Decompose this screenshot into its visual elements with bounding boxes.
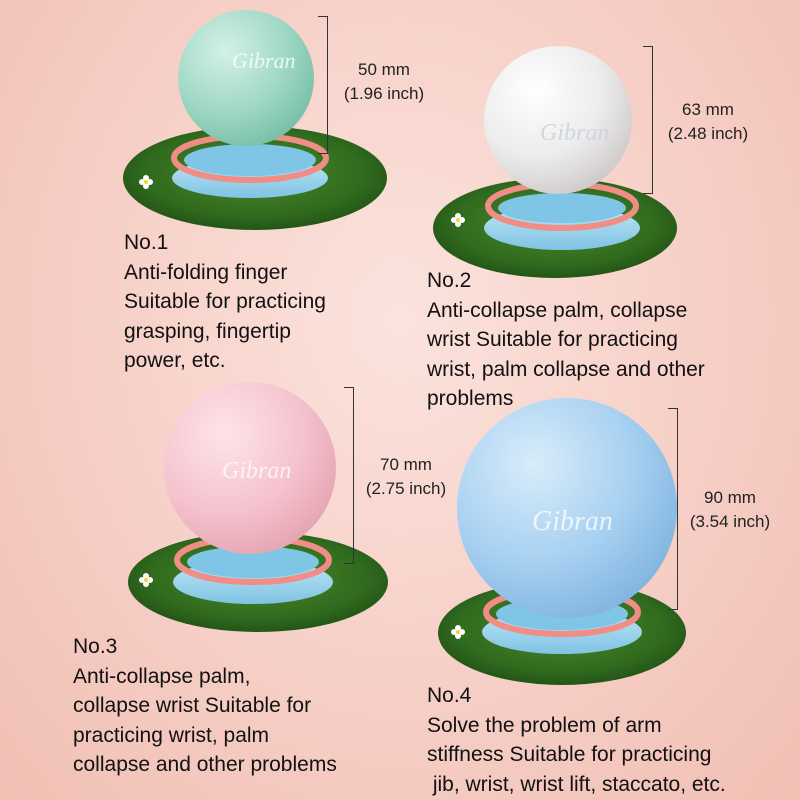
caption-line: collapse and other problems	[73, 753, 337, 776]
caption-line: collapse wrist Suitable for	[73, 694, 312, 717]
dimension-label-4: 90 mm (3.54 inch)	[676, 486, 784, 534]
caption-line: wrist, palm collapse and other	[427, 357, 705, 381]
caption-line: power, etc.	[124, 349, 226, 372]
dimension-label-3: 70 mm (2.75 inch)	[352, 453, 460, 501]
caption-line: jib, wrist, wrist lift, staccato, etc.	[427, 772, 726, 796]
dimension-bracket-3	[344, 387, 354, 564]
caption-line: practicing wrist, palm	[73, 723, 270, 747]
product-4-caption: No.4 Solve the problem of arm stiffness …	[427, 681, 726, 799]
product-3-caption: No.3 Anti-collapse palm, collapse wrist …	[73, 632, 337, 780]
product-number: No.2	[427, 269, 472, 292]
product-3-image: Gibran	[128, 382, 388, 632]
ball-3	[164, 382, 336, 554]
product-number: No.4	[427, 684, 472, 707]
dimension-label-2: 63 mm (2.48 inch)	[654, 98, 762, 146]
size-inch: (2.48 inch)	[667, 124, 749, 143]
caption-line: wrist Suitable for practicing	[427, 328, 678, 351]
flower-icon	[451, 625, 465, 639]
product-number: No.1	[124, 231, 169, 254]
size-mm: 50 mm	[358, 60, 410, 79]
ball-logo-1: Gibran	[232, 48, 296, 73]
size-inch: (3.54 inch)	[689, 512, 771, 531]
product-1-image: Gibran	[123, 10, 387, 230]
flower-icon	[451, 213, 465, 227]
ball-4	[457, 398, 677, 618]
caption-line: Anti-collapse palm, collapse	[427, 298, 688, 322]
ball-1	[178, 10, 314, 146]
caption-line: problems	[427, 387, 514, 410]
caption-line: stiffness Suitable for practicing	[427, 743, 712, 766]
size-inch: (1.96 inch)	[343, 84, 425, 103]
size-inch: (2.75 inch)	[365, 479, 447, 498]
product-2-caption: No.2 Anti-collapse palm, collapse wrist …	[427, 266, 705, 414]
size-mm: 63 mm	[682, 100, 734, 119]
dimension-bracket-4	[668, 408, 678, 610]
dimension-bracket-2	[643, 46, 653, 194]
product-4-image: Gibran	[438, 398, 686, 685]
caption-line: Solve the problem of arm	[427, 713, 662, 737]
product-2-image: Gibran	[433, 46, 677, 278]
size-mm: 70 mm	[380, 455, 432, 474]
product-number: No.3	[73, 635, 118, 658]
size-mm: 90 mm	[704, 488, 756, 507]
flower-icon	[139, 573, 153, 587]
ball-logo-3: Gibran	[222, 458, 291, 484]
ball-2	[484, 46, 632, 194]
dimension-label-1: 50 mm (1.96 inch)	[330, 58, 438, 106]
caption-line: Anti-folding finger	[124, 260, 288, 284]
caption-line: Suitable for practicing	[124, 290, 326, 313]
caption-line: grasping, fingertip	[124, 319, 291, 343]
flower-icon	[139, 175, 153, 189]
ball-logo-2: Gibran	[540, 120, 609, 146]
dimension-bracket-1	[318, 16, 328, 154]
ball-logo-4: Gibran	[532, 506, 613, 537]
caption-line: Anti-collapse palm,	[73, 664, 251, 688]
product-1-caption: No.1 Anti-folding finger Suitable for pr…	[124, 228, 326, 376]
